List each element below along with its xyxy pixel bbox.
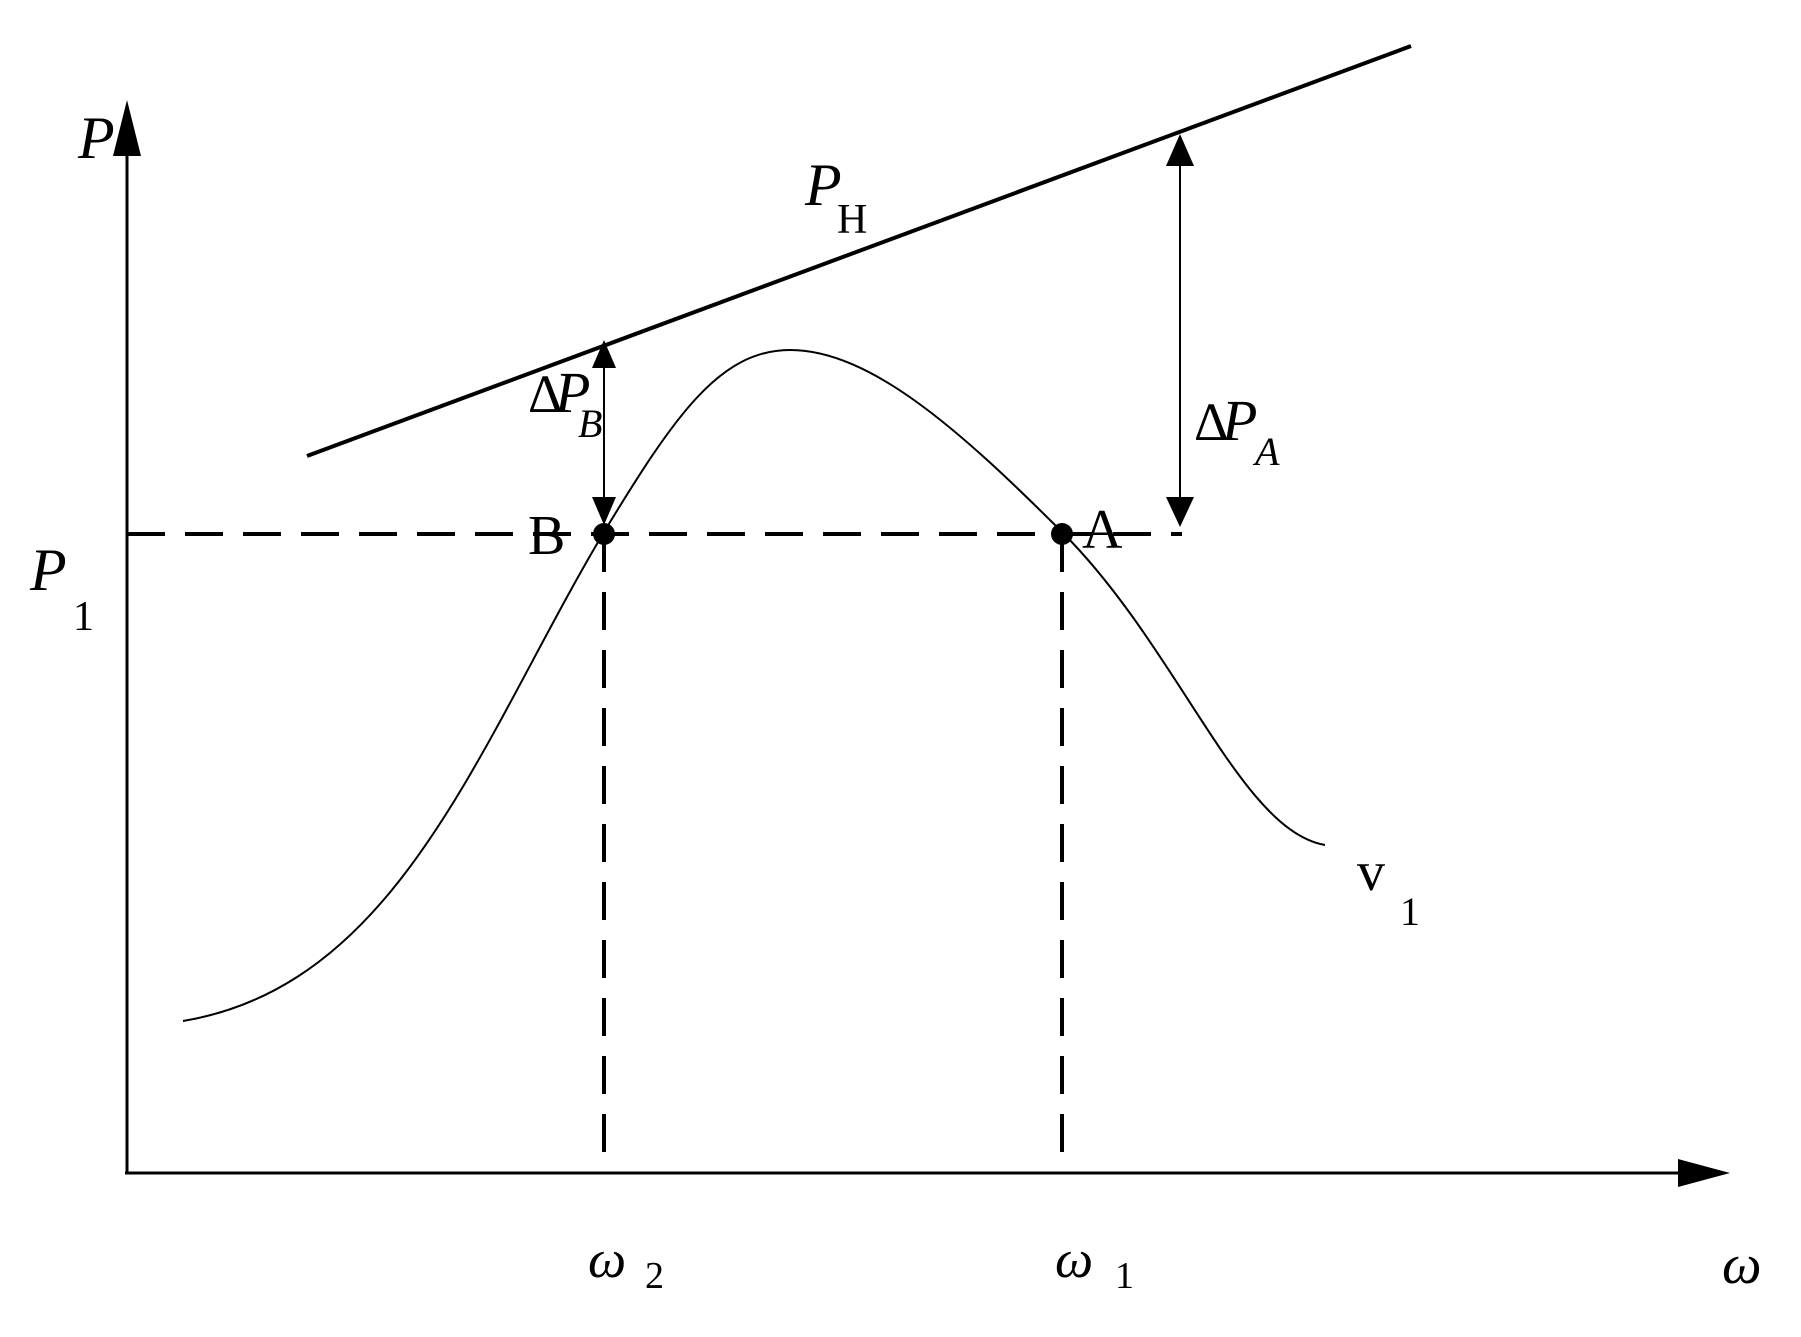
curve-subscript: 1 [1400, 889, 1420, 934]
omega2-subscript: 2 [645, 1255, 664, 1297]
delta-pa-label: P [1221, 388, 1257, 453]
point-b-label: B [528, 505, 565, 567]
point-a-marker [1051, 523, 1073, 545]
delta-pa-subscript: A [1252, 429, 1280, 474]
delta-pa-arrow-down-icon [1166, 497, 1194, 527]
p1-subscript: 1 [73, 594, 94, 640]
delta-pb-arrow-up-icon [592, 340, 616, 368]
y-axis-arrow-icon [113, 100, 141, 156]
delta-pa-delta: Δ [1194, 392, 1229, 452]
omega1-label: ω [1055, 1229, 1093, 1289]
delta-pb-arrow-down-icon [592, 497, 616, 525]
omega2-label: ω [588, 1229, 626, 1289]
v1-curve [182, 348, 1326, 1022]
point-a-label: A [1082, 499, 1123, 561]
ph-line [306, 44, 1412, 458]
curve-label: v [1357, 841, 1385, 903]
x-axis-label: ω [1722, 1234, 1762, 1296]
point-b-marker [593, 523, 615, 545]
omega1-subscript: 1 [1115, 1255, 1134, 1297]
p1-label: P [29, 537, 67, 603]
delta-pb-delta: Δ [528, 364, 563, 424]
ph-label: P [804, 152, 842, 218]
delta-pa-arrow-up-icon [1166, 134, 1194, 166]
delta-pb-label: P [554, 360, 590, 425]
y-axis-label: P [77, 105, 115, 171]
delta-pb-subscript: B [578, 401, 602, 446]
ph-subscript: H [837, 197, 867, 243]
x-axis-arrow-icon [1678, 1159, 1730, 1187]
